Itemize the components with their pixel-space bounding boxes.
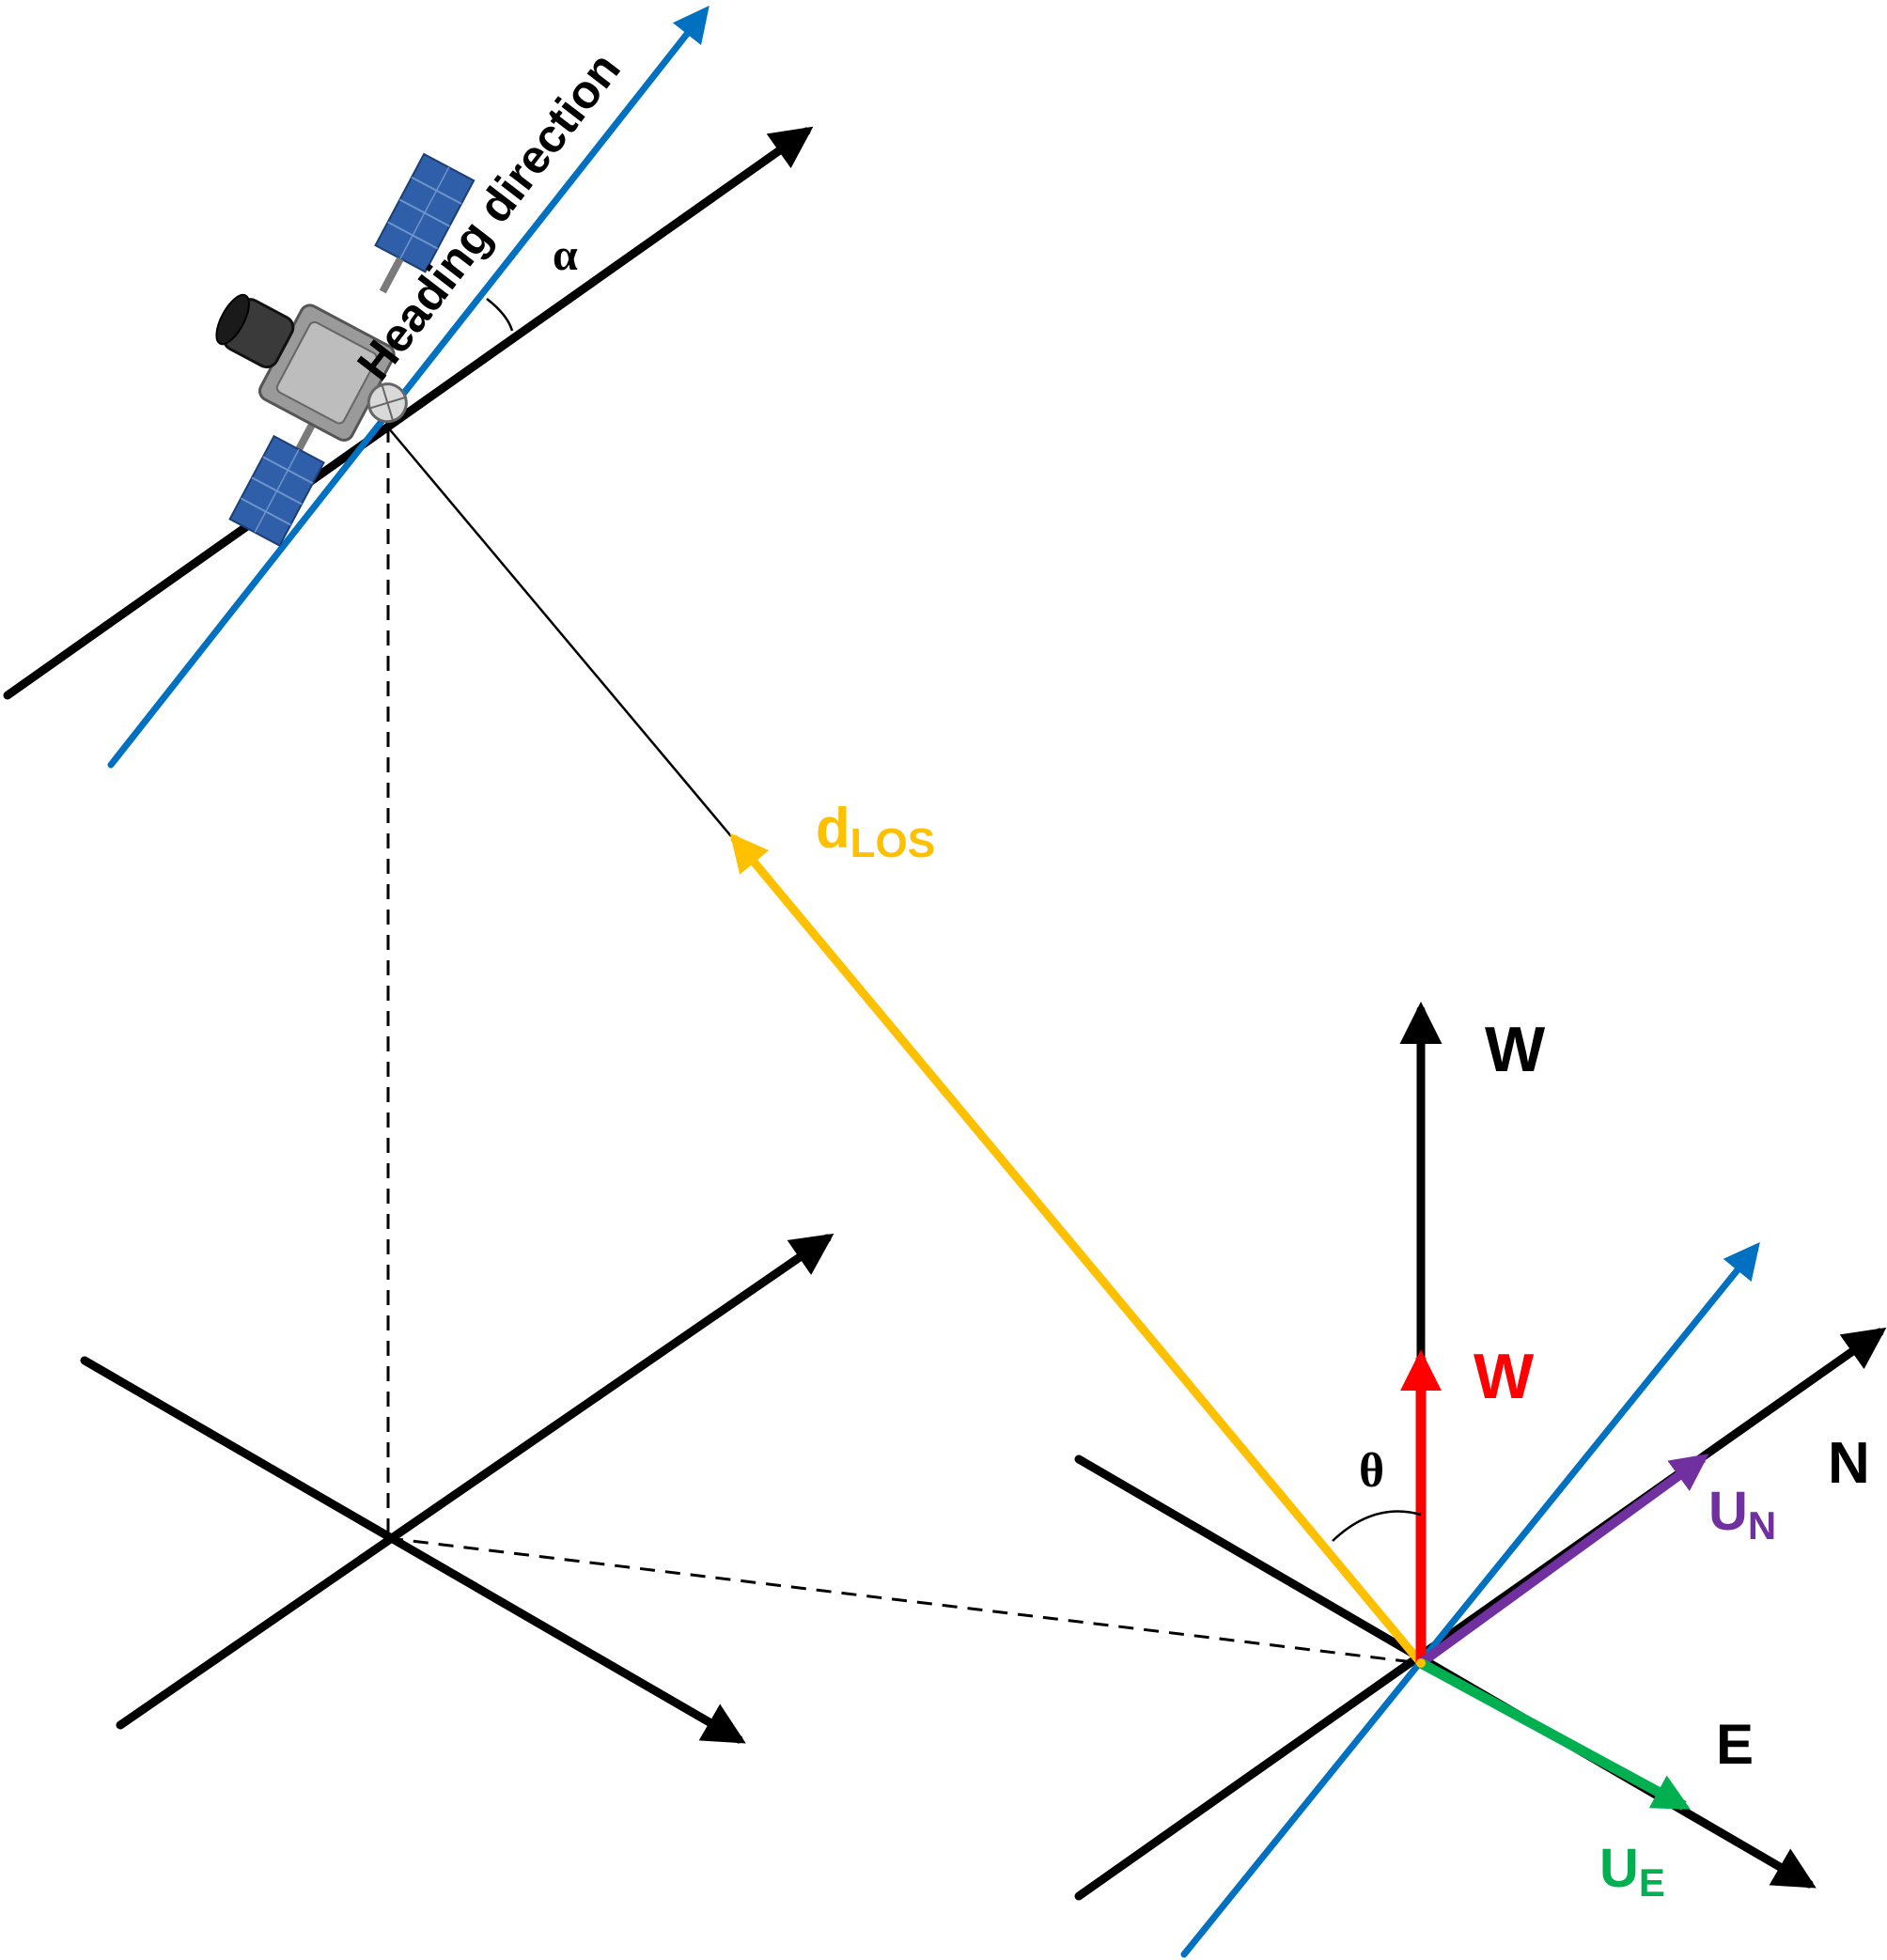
theta-angle-arc [1332, 1510, 1422, 1542]
ground-axis-ne [116, 1233, 834, 1730]
ground-range-dashed-line [387, 1536, 1422, 1665]
east-component-arrow [1418, 1658, 1691, 1811]
north-axis [1074, 1327, 1887, 1901]
e-axis-label: E [1716, 1713, 1754, 1776]
ue-label-sub: E [1639, 1860, 1665, 1905]
w-component-label: W [1474, 1341, 1535, 1412]
theta-label: θ [1359, 1444, 1384, 1498]
los-label-sub: LOS [850, 820, 935, 866]
los-label: dLOS [816, 797, 935, 866]
slant-range-line [387, 427, 732, 837]
target-coordinate-frame [1074, 1002, 1887, 1958]
ground-reference-frame [80, 1233, 834, 1744]
un-label: UN [1708, 1481, 1776, 1548]
los-label-main: d [816, 797, 850, 860]
ue-label: UE [1599, 1838, 1665, 1905]
heading-direction-arrow [107, 5, 710, 769]
ue-label-main: U [1599, 1838, 1639, 1899]
los-displacement-arrow [729, 832, 1426, 1668]
un-label-main: U [1708, 1481, 1748, 1542]
satellite-orbit-frame [3, 5, 814, 769]
north-component-arrow [1418, 1454, 1709, 1668]
alpha-angle-arc [486, 298, 514, 332]
heading-direction-label: Heading direction [347, 43, 630, 390]
n-axis-label: N [1828, 1431, 1870, 1496]
target-point [1416, 1658, 1426, 1668]
flight-track-axis [3, 126, 814, 700]
satellite-icon [215, 152, 476, 548]
ground-axis-se [80, 1356, 746, 1744]
un-label-sub: N [1748, 1503, 1776, 1548]
w-axis-label: W [1485, 1014, 1546, 1085]
heading-parallel-arrow [1180, 1242, 1760, 1958]
alpha-label: α [553, 230, 578, 280]
